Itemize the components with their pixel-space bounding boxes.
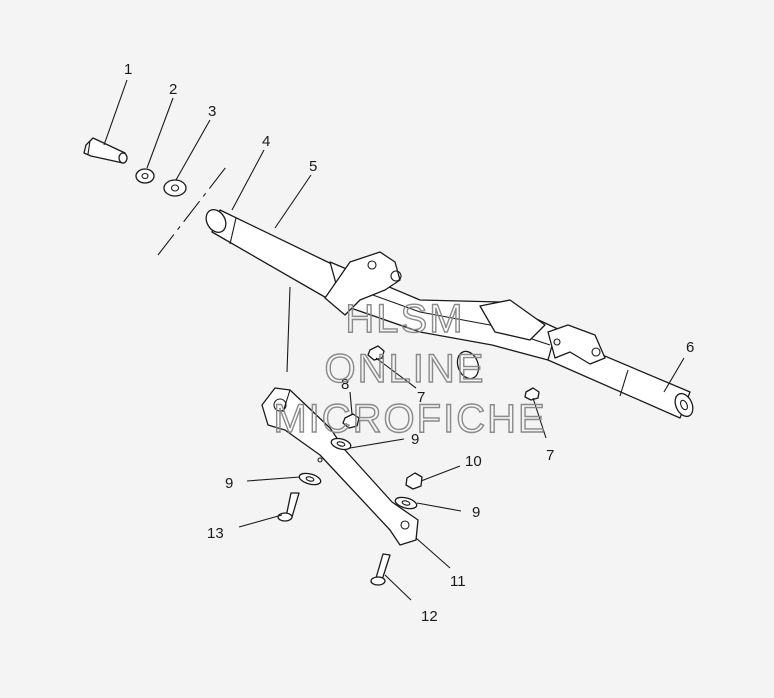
center-line (157, 166, 227, 256)
bolt-part-13 (277, 492, 300, 522)
callout-4: 4 (262, 133, 270, 150)
callout-13: 13 (207, 525, 224, 542)
washer-part-9c (394, 496, 418, 510)
callout-10: 10 (465, 453, 482, 470)
callout-12: 12 (421, 608, 438, 625)
callout-7a: 7 (417, 389, 425, 406)
watermark-line-3: MICROFICHE (273, 397, 546, 441)
bolt-part-12 (370, 553, 391, 586)
bolt-part-1 (83, 137, 128, 164)
leader-lines (103, 79, 685, 601)
callout-11: 11 (450, 573, 466, 590)
nut-part-7a (367, 345, 385, 361)
callout-5: 5 (309, 158, 317, 175)
watermark-line-1: HLSM (345, 297, 464, 341)
callout-8: 8 (341, 376, 349, 393)
washer-part-2 (135, 168, 155, 184)
nut-part-10 (405, 472, 423, 490)
watermark-line-2: ONLINE (325, 347, 486, 391)
washer-part-3 (163, 179, 187, 197)
callout-labels: 1 2 3 4 5 6 7 7 8 9 9 9 10 11 12 13 (124, 61, 694, 625)
callout-7b: 7 (546, 447, 554, 464)
callout-9c: 9 (472, 504, 480, 521)
callout-2: 2 (169, 81, 177, 98)
watermark: HLSM ONLINE MICROFICHE (273, 296, 546, 441)
washer-part-9a (330, 437, 352, 451)
callout-1: 1 (124, 61, 132, 78)
nut-part-8 (342, 413, 360, 429)
callout-6: 6 (686, 339, 694, 356)
callout-9b: 9 (225, 475, 233, 492)
arm-bracket-part-11 (261, 387, 419, 546)
nut-part-7b (524, 387, 540, 401)
assembly-line (286, 286, 291, 373)
tube-assembly (205, 209, 694, 419)
washer-part-9b (298, 472, 322, 486)
callout-3: 3 (208, 103, 216, 120)
callout-9a: 9 (411, 431, 419, 448)
